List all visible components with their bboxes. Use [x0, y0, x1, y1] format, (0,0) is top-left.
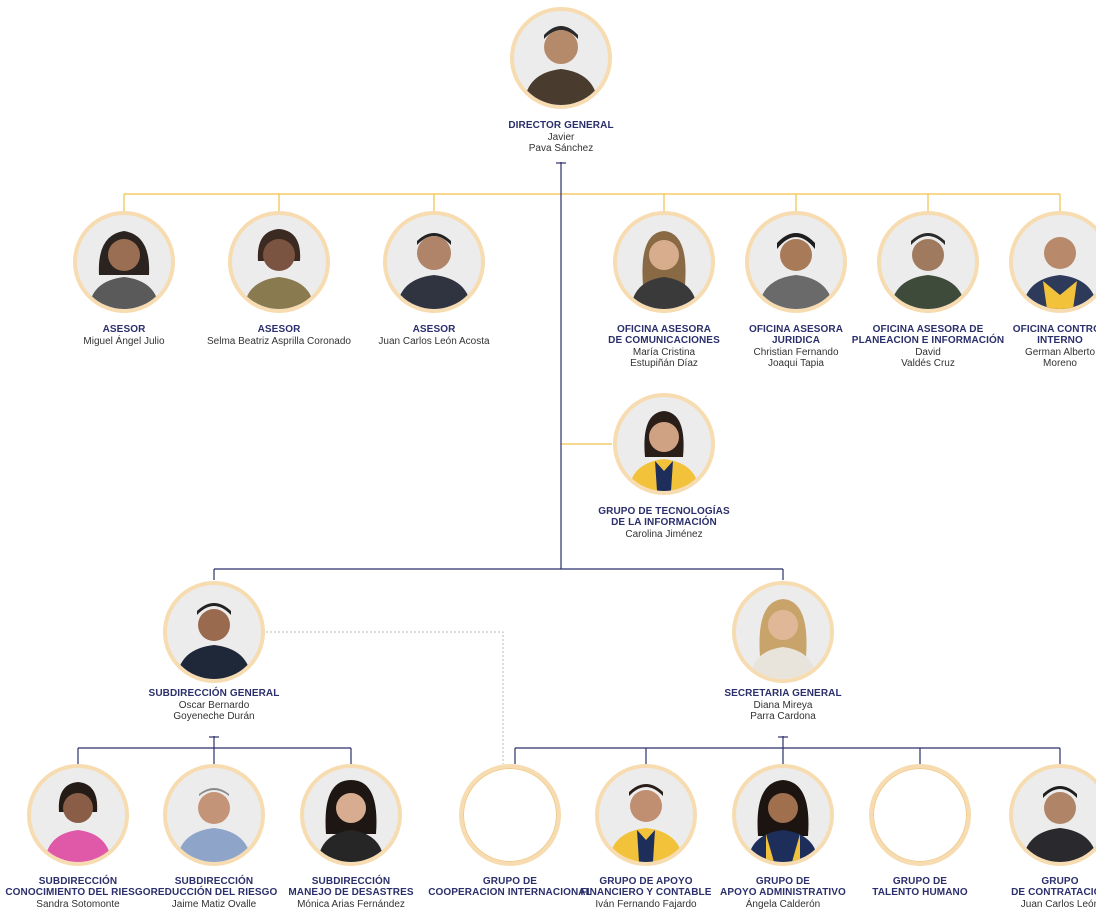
role-title: SUBDIRECCIÓN REDUCCIÓN DEL RIESGO	[150, 876, 278, 898]
person-name: Miguel Ángel Julio	[83, 336, 165, 347]
portrait-icon	[73, 211, 175, 313]
person-name: Juan Carlos León Acosta	[378, 336, 490, 347]
person-name: Selma Beatriz Asprilla Coronado	[207, 336, 351, 347]
person-name: María Cristina Estupiñán Díaz	[630, 347, 698, 369]
portrait-icon	[383, 211, 485, 313]
person-name: Iván Fernando Fajardo	[595, 899, 697, 910]
portrait-icon	[1009, 764, 1096, 866]
person-name: Jaime Matiz Ovalle	[171, 899, 257, 910]
cooperacion-dotted-link	[266, 631, 504, 764]
role-title: SECRETARIA GENERAL	[724, 688, 842, 699]
person-name: Oscar Bernardo Goyeneche Durán	[173, 700, 255, 722]
role-title: SUBDIRECCIÓN MANEJO DE DESASTRES	[288, 876, 414, 898]
role-title: SUBDIRECCIÓN GENERAL	[148, 688, 280, 699]
portrait-icon	[595, 764, 697, 866]
portrait-icon	[732, 581, 834, 683]
role-title: GRUPO DE TECNOLOGÍAS DE LA INFORMACIÓN	[598, 506, 730, 528]
role-title: DIRECTOR GENERAL	[508, 120, 614, 131]
role-title: ASESOR	[412, 324, 456, 335]
role-title: ASESOR	[102, 324, 146, 335]
role-title: SUBDIRECCIÓN CONOCIMIENTO DEL RIESGO	[5, 876, 151, 898]
empty-circle	[459, 764, 561, 866]
portrait-icon	[613, 393, 715, 495]
role-title: GRUPO DE APOYO FINANCIERO Y CONTABLE	[580, 876, 712, 898]
role-title: ASESOR	[257, 324, 301, 335]
role-title: GRUPO DE APOYO ADMINISTRATIVO	[720, 876, 846, 898]
person-name: Sandra Sotomonte	[36, 899, 120, 910]
person-name: Carolina Jiménez	[625, 529, 703, 540]
person-name: Christian Fernando Joaqui Tapia	[753, 347, 839, 369]
person-name: Javier Pava Sánchez	[528, 132, 594, 154]
role-title: GRUPO DE TALENTO HUMANO	[872, 876, 968, 898]
portrait-icon	[745, 211, 847, 313]
role-title: OFICINA ASESORA JURIDICA	[748, 324, 844, 346]
portrait-icon	[510, 7, 612, 109]
portrait-icon	[300, 764, 402, 866]
role-title: GRUPO DE CONTRATACIÓN	[1011, 876, 1096, 898]
person-name: Mónica Arias Fernández	[297, 899, 405, 910]
portrait-icon	[1009, 211, 1096, 313]
role-title: OFICINA ASESORA DE COMUNICACIONES	[608, 324, 720, 346]
portrait-icon	[732, 764, 834, 866]
portrait-icon	[228, 211, 330, 313]
portrait-icon	[877, 211, 979, 313]
portrait-icon	[163, 764, 265, 866]
role-title: OFICINA ASESORA DE PLANEACION E INFORMAC…	[851, 324, 1005, 346]
portrait-icon	[163, 581, 265, 683]
portrait-icon	[613, 211, 715, 313]
empty-circle	[869, 764, 971, 866]
portrait-icon	[27, 764, 129, 866]
role-title: GRUPO DE COOPERACION INTERNACIONAL	[428, 876, 592, 898]
person-name: German Alberto Moreno	[1024, 347, 1096, 369]
role-title: OFICINA CONTROL INTERNO	[1012, 324, 1096, 346]
person-name: Ángela Calderón	[745, 899, 821, 910]
person-name: David Valdés Cruz	[901, 347, 955, 369]
person-name: Diana Mireya Parra Cardona	[750, 700, 816, 722]
person-name: Juan Carlos León	[1020, 899, 1096, 910]
